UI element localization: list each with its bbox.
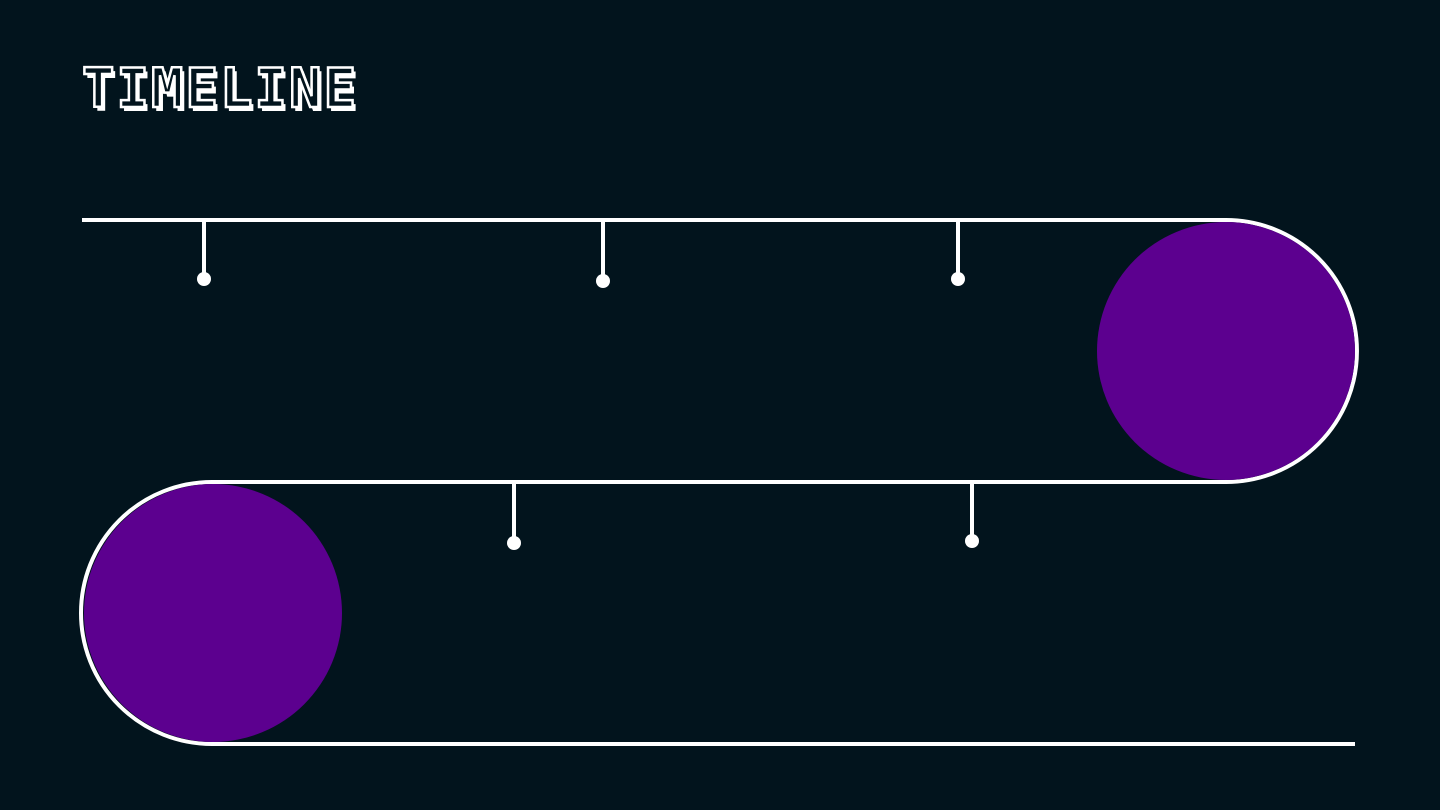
milestone-dot bbox=[596, 274, 610, 288]
milestone-marker-3 bbox=[951, 222, 965, 286]
milestone-dot bbox=[951, 272, 965, 286]
timeline-path bbox=[79, 218, 1359, 746]
accent-circle-left bbox=[84, 484, 342, 742]
milestone-dot bbox=[507, 536, 521, 550]
milestone-dot bbox=[965, 534, 979, 548]
milestone-marker-2 bbox=[596, 222, 610, 288]
milestone-marker-4 bbox=[507, 484, 521, 550]
accent-circle-right bbox=[1097, 222, 1355, 480]
milestone-dot bbox=[197, 272, 211, 286]
milestone-marker-1 bbox=[197, 222, 211, 286]
page-title: TIMELINE bbox=[81, 57, 359, 120]
milestone-marker-5 bbox=[965, 484, 979, 548]
